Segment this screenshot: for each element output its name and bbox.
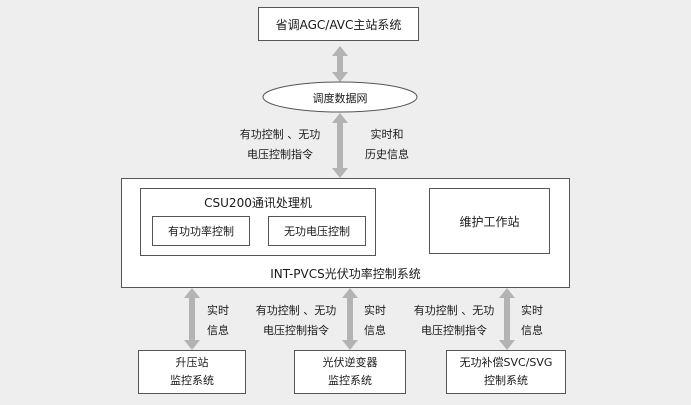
pv-inverter-box: 光伏逆变器 监控系统 [294, 350, 406, 394]
inverter-info-line-2: 信息 [364, 324, 386, 337]
provincial-agc-avc-box: 省调AGC/AVC主站系统 [258, 7, 419, 41]
network-ellipse [262, 81, 418, 113]
inverter-info-line-1: 实时 [364, 304, 386, 317]
active-power-control-label: 有功功率控制 [168, 225, 234, 238]
arrow-system-booster [184, 288, 200, 350]
maintenance-workstation-label: 维护工作站 [459, 214, 520, 229]
inverter-command-line-2: 电压控制指令 [263, 324, 329, 337]
booster-info-label: 实时 信息 [200, 301, 236, 341]
csu-label: CSU200通讯处理机 [204, 196, 312, 210]
command-label-line-2: 电压控制指令 [247, 148, 313, 161]
booster-station-line-1: 升压站 [175, 356, 209, 369]
svc-info-label: 实时 信息 [514, 301, 550, 341]
inverter-command-label: 有功控制 、无功 电压控制指令 [248, 301, 344, 341]
booster-station-line-2: 监控系统 [170, 374, 214, 387]
svc-info-line-1: 实时 [521, 304, 543, 317]
inverter-info-label: 实时 信息 [357, 301, 393, 341]
svc-command-label: 有功控制 、无功 电压控制指令 [406, 301, 502, 341]
inverter-command-line-1: 有功控制 、无功 [255, 304, 337, 317]
svc-command-line-2: 电压控制指令 [421, 324, 487, 337]
dispatch-network-label: 调度数据网 [312, 92, 368, 105]
provincial-agc-avc-label: 省调AGC/AVC主站系统 [275, 17, 402, 32]
active-power-control-box: 有功功率控制 [152, 216, 250, 246]
reactive-voltage-control-box: 无功电压控制 [268, 216, 366, 246]
realtime-history-line-1: 实时和 [370, 128, 404, 141]
svc-info-line-2: 信息 [521, 324, 543, 337]
booster-info-line-1: 实时 [207, 304, 229, 317]
main-system-label: INT-PVCS光伏功率控制系统 [270, 267, 421, 281]
pv-inverter-line-2: 监控系统 [328, 374, 372, 387]
svc-command-line-1: 有功控制 、无功 [413, 304, 495, 317]
booster-info-line-2: 信息 [207, 324, 229, 337]
arrow-system-inverter [342, 288, 358, 350]
svc-svg-line-2: 控制系统 [484, 374, 528, 387]
maintenance-workstation-box: 维护工作站 [429, 188, 550, 254]
arrow-network-system [332, 113, 348, 178]
arrow-system-svc [499, 288, 515, 350]
realtime-history-line-2: 历史信息 [365, 148, 409, 161]
svc-svg-line-1: 无功补偿SVC/SVG [459, 356, 553, 369]
command-label: 有功控制 、无功 电压控制指令 [228, 125, 332, 165]
svc-svg-box: 无功补偿SVC/SVG 控制系统 [446, 350, 566, 394]
reactive-voltage-control-label: 无功电压控制 [284, 225, 350, 238]
booster-station-box: 升压站 监控系统 [138, 350, 246, 394]
pv-inverter-line-1: 光伏逆变器 [322, 356, 378, 369]
command-label-line-1: 有功控制 、无功 [239, 128, 321, 141]
arrow-top-network [332, 46, 348, 82]
realtime-history-label: 实时和 历史信息 [352, 125, 422, 165]
